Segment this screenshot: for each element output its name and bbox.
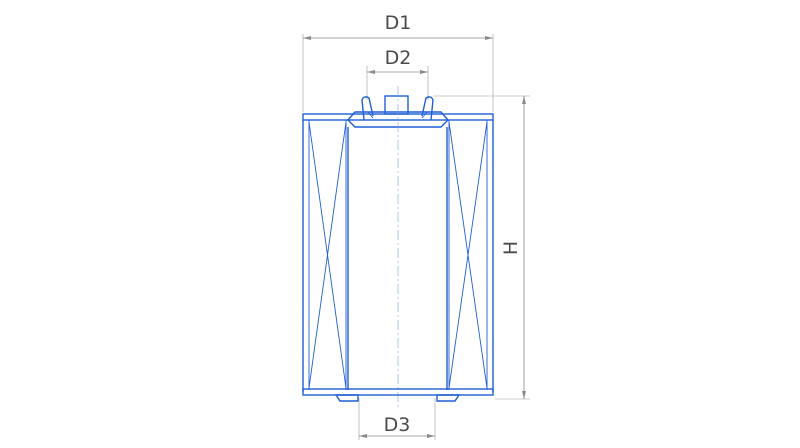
dimension-d3-label: D3	[384, 414, 411, 436]
bottom-end-cap	[302, 388, 494, 396]
dimension-d1: D1	[302, 12, 494, 112]
right-pleat-pack	[448, 120, 488, 390]
dimension-d1-label: D1	[385, 12, 412, 34]
clip-left	[361, 96, 374, 121]
clip-right	[421, 96, 434, 121]
bottom-seal-left	[334, 394, 359, 402]
top-boss	[347, 111, 449, 128]
dimension-d2: D2	[366, 47, 429, 100]
filter-element	[302, 86, 494, 408]
bottom-seal-right	[436, 394, 461, 402]
dimension-d3: D3	[358, 398, 436, 440]
top-spout	[384, 95, 409, 115]
left-pleat-pack	[308, 120, 347, 390]
dimension-h-label: H	[500, 241, 522, 255]
dimension-d2-label: D2	[385, 47, 412, 69]
dimension-h: H	[433, 95, 530, 400]
